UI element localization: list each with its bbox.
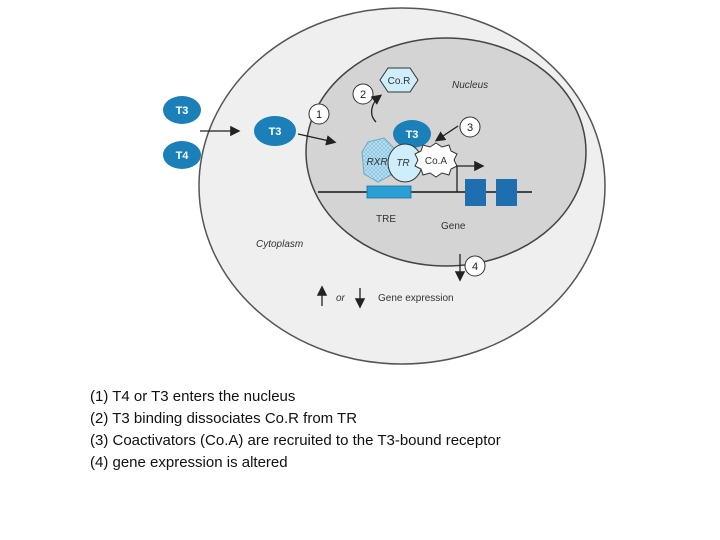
caption-step-3: (3) Coactivators (Co.A) are recruited to… [90,432,501,449]
svg-text:RXR: RXR [366,157,387,168]
coactivator-recruit-arrow [434,125,459,142]
tre-element [366,185,412,199]
t4-hormone-outside: T4 [163,141,201,169]
coactivator-starburst: Co.A [414,142,458,178]
step-1-marker: 1 [308,103,330,125]
svg-text:T3: T3 [176,105,189,117]
nuclear-entry-arrow [297,133,337,146]
svg-text:2: 2 [360,89,366,101]
svg-text:1: 1 [316,109,322,121]
svg-text:Co.A: Co.A [425,156,448,167]
caption-step-4: (4) gene expression is altered [90,454,288,471]
cytoplasm-label: Cytoplasm [256,239,303,250]
corepressor-release-arrow [370,94,383,123]
svg-text:T4: T4 [176,150,190,162]
gene-exon-2 [496,179,517,206]
t3-hormone-bound: T3 [393,120,431,148]
or-label: or [336,293,346,304]
gene-exon-1 [465,179,486,206]
thyroid-hormone-diagram: T3 T4 T3 1 2 3 4 Co.R Nucleus T3 [163,7,606,365]
t3-hormone-outside: T3 [163,96,201,124]
svg-text:T3: T3 [406,129,419,141]
caption-list: (1) T4 or T3 enters the nucleus (2) T3 b… [90,386,501,474]
svg-text:T3: T3 [269,126,282,138]
step-4-marker: 4 [464,255,486,277]
svg-text:3: 3 [467,122,473,134]
step-3-marker: 3 [459,116,481,138]
corepressor-hexagon: Co.R [379,67,419,93]
caption-step-1: (1) T4 or T3 enters the nucleus [90,388,296,405]
caption-step-2: (2) T3 binding dissociates Co.R from TR [90,410,358,427]
step-2-marker: 2 [352,83,374,105]
gene-expression-label: Gene expression [378,293,454,304]
t3-hormone-cytoplasm: T3 [254,116,296,146]
svg-text:TR: TR [396,158,409,169]
tre-label: TRE [376,214,396,225]
transcription-start-arrow [456,160,485,192]
svg-text:Co.R: Co.R [388,76,411,87]
nucleus-label: Nucleus [452,80,488,91]
rxr-receptor: RXR [361,137,397,183]
gene-label: Gene [441,221,466,232]
svg-text:4: 4 [472,261,478,273]
